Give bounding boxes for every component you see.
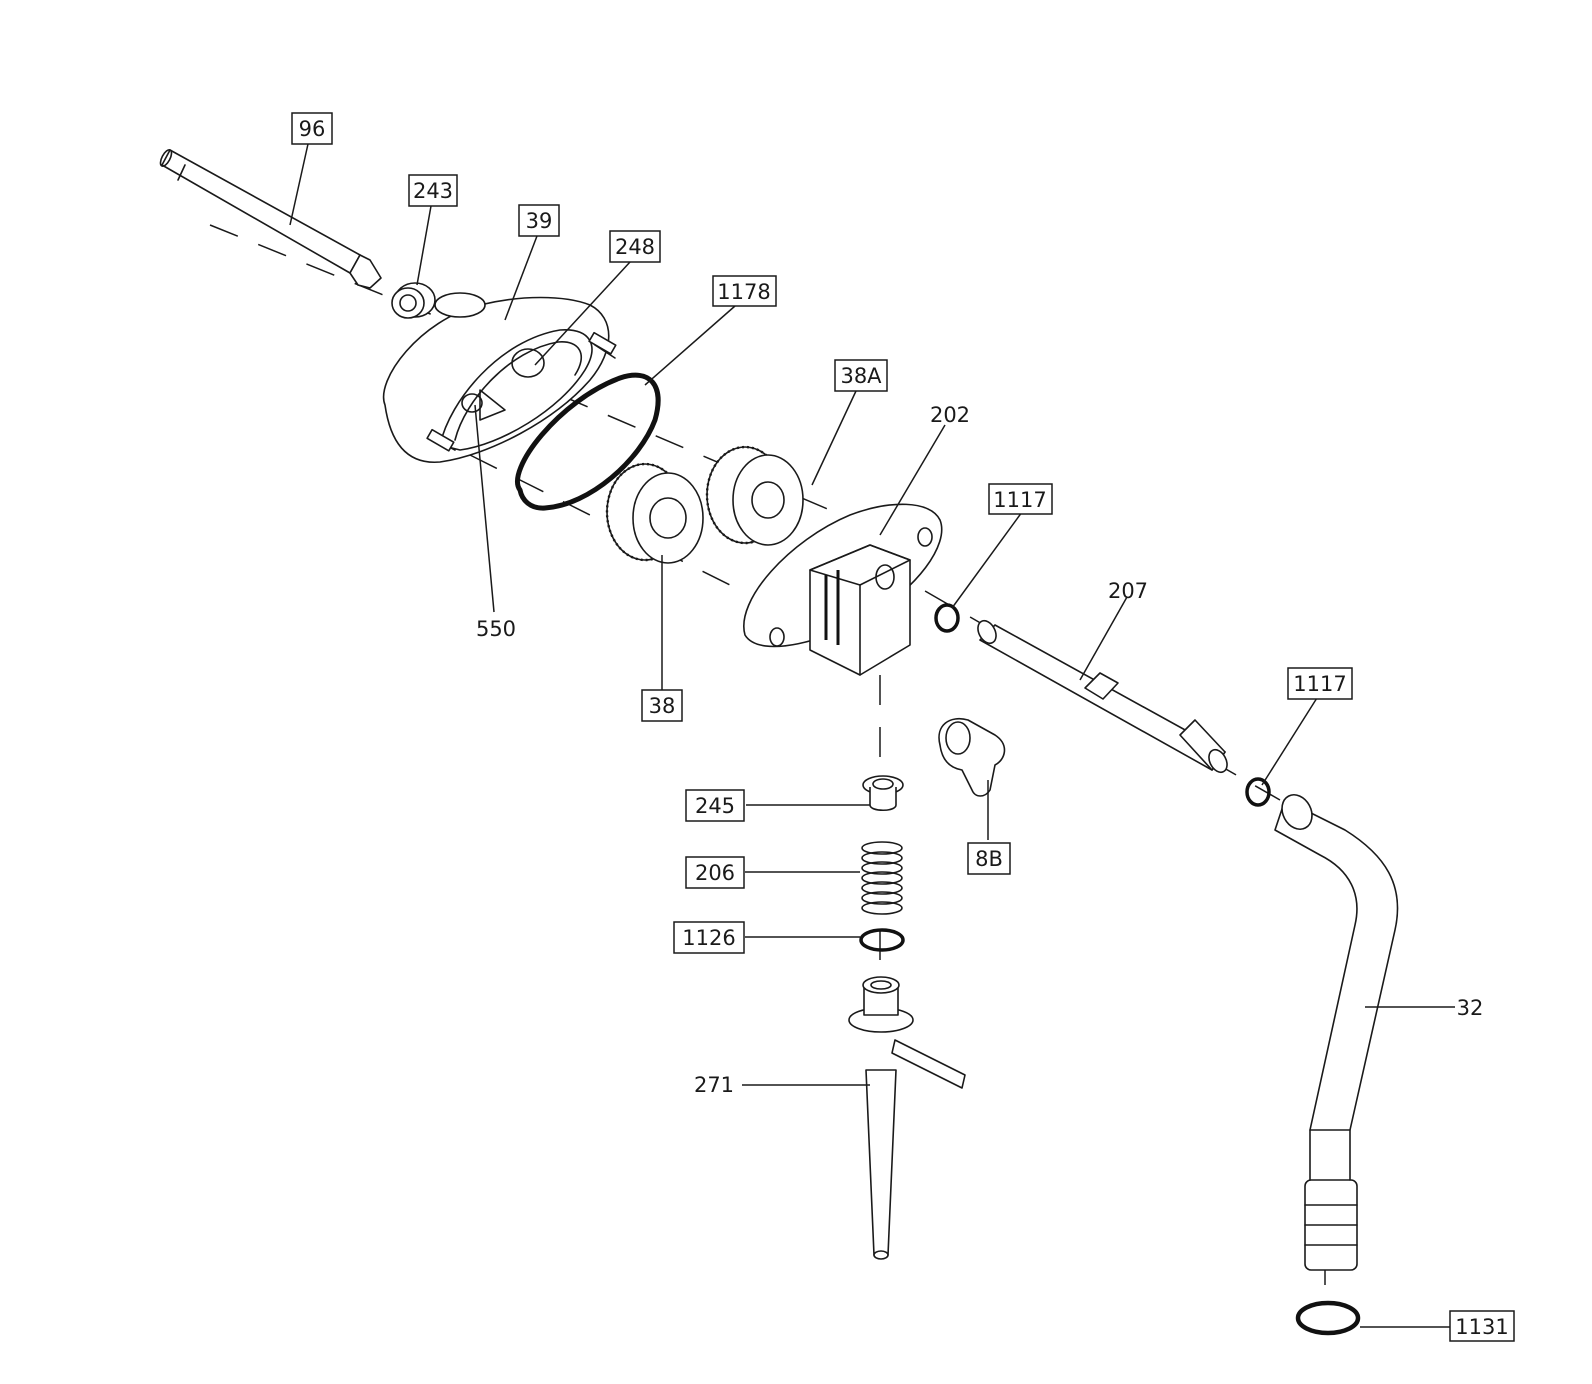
gear-part-38a: [705, 445, 804, 546]
o-ring-part-1117-lower: [1245, 777, 1271, 807]
callout-1126: 1126: [673, 921, 745, 954]
svg-text:32: 32: [1457, 996, 1484, 1020]
screw-part-248: [426, 331, 617, 452]
callout-207: 207: [1108, 579, 1148, 603]
svg-text:96: 96: [299, 117, 326, 141]
callout-243: 243: [408, 174, 458, 207]
svg-text:207: 207: [1108, 579, 1148, 603]
callout-550: 550: [476, 617, 516, 641]
svg-text:1117: 1117: [993, 488, 1046, 512]
callout-248: 248: [609, 230, 661, 263]
spring-part-206: [861, 841, 903, 915]
callout-8b: 8B: [967, 842, 1011, 875]
callout-1117-lower: 1117: [1287, 667, 1353, 700]
knob-part-8b: [938, 718, 1006, 797]
callout-1117-upper: 1117: [988, 483, 1053, 515]
callout-38a: 38A: [834, 359, 888, 392]
callout-96: 96: [291, 112, 333, 145]
leader-lines: [289, 143, 1455, 1328]
callout-32: 32: [1457, 996, 1484, 1020]
assembly-axes: [209, 224, 1326, 1300]
callout-1131: 1131: [1449, 1310, 1515, 1342]
svg-text:206: 206: [695, 861, 735, 885]
shaft-part-96: [159, 149, 382, 289]
svg-text:38A: 38A: [840, 364, 882, 388]
svg-text:202: 202: [930, 403, 970, 427]
svg-text:38: 38: [649, 694, 676, 718]
callout-245: 245: [685, 789, 745, 822]
callout-206: 206: [685, 856, 745, 889]
svg-text:1178: 1178: [717, 280, 770, 304]
valve-cap-part-245: [862, 775, 904, 812]
discharge-pipe-part-32: [1274, 794, 1399, 1271]
callout-39: 39: [518, 204, 560, 237]
tube-fitting-part-207: [977, 619, 1228, 774]
svg-text:1117: 1117: [1293, 672, 1346, 696]
svg-text:248: 248: [615, 235, 655, 259]
callout-202: 202: [930, 403, 970, 427]
svg-text:1131: 1131: [1455, 1315, 1508, 1339]
svg-text:243: 243: [413, 179, 453, 203]
svg-text:271: 271: [694, 1073, 734, 1097]
o-ring-part-1131: [1295, 1300, 1361, 1336]
seal-ring-part-1178: [515, 372, 661, 511]
svg-text:245: 245: [695, 794, 735, 818]
callout-271: 271: [694, 1073, 734, 1097]
pump-body-part-39: [382, 292, 616, 463]
svg-text:8B: 8B: [975, 847, 1003, 871]
o-ring-part-1117-upper: [934, 603, 960, 633]
suction-tube-part-271: [848, 976, 966, 1260]
gear-part-38: [605, 462, 704, 564]
callout-1178: 1178: [712, 275, 777, 307]
callout-38: 38: [641, 689, 683, 722]
bushing-part-243: [391, 282, 436, 319]
svg-text:39: 39: [526, 209, 553, 233]
pump-cover-part-202: [743, 503, 943, 676]
o-ring-part-1126: [859, 928, 905, 952]
svg-text:550: 550: [476, 617, 516, 641]
svg-text:1126: 1126: [682, 926, 735, 950]
